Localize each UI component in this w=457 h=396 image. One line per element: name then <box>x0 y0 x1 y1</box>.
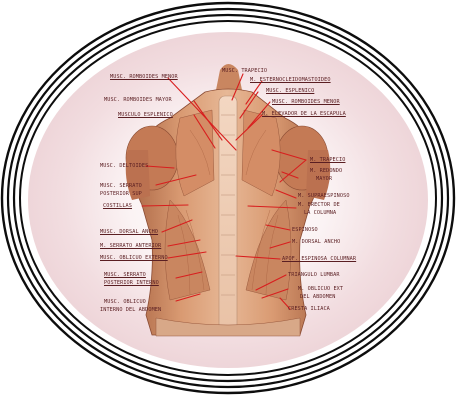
label-serrato-inf-2: POSTERIOR INTERNO <box>104 280 159 286</box>
label-elevador-escapula: M. ELEVADOR DE LA ESCAPULA <box>262 111 346 117</box>
label-cresta-iliaca: CRESTA ILIACA <box>288 306 330 312</box>
label-esplenico-right: MUSC. ESPLENICO <box>266 88 314 94</box>
label-redondo: M. REDONDO <box>310 168 342 174</box>
label-supraespinoso: M. SUPRAESPINOSO <box>298 193 350 199</box>
label-trapecio-top: MUSC. TRAPECIO <box>222 68 267 74</box>
label-erector: M. ERECTOR DE <box>298 202 340 208</box>
label-esternocleidomastoideo: M. ESTERNOCLEIDOMASTOIDEO <box>250 77 331 83</box>
label-oblicuo-ext-2: DEL ABDOMEN <box>300 294 335 300</box>
label-serrato-anterior: M. SERRATO ANTERIOR <box>100 243 161 249</box>
label-espinoso: ESPINOSO <box>292 227 318 233</box>
label-romboides-menor-left: MUSC. ROMBOIDES MENOR <box>110 74 178 80</box>
label-oblicuo-ext: M. OBLICUO EXT <box>298 286 343 292</box>
label-deltoides: MUSC. DELTOIDES <box>100 163 148 169</box>
label-romboides-mayor: MUSC. ROMBOIDES MAYOR <box>104 97 172 103</box>
label-serrato-sup-2: POSTERIOR SUP <box>100 191 142 197</box>
label-oblicuo-externo: MUSC. OBLICUO EXTERNO <box>100 255 168 261</box>
label-serrato-sup: MUSC. SERRATO <box>100 183 142 189</box>
label-romboides-menor-right: MUSC. ROMBOIDES MENOR <box>272 99 340 105</box>
label-serrato-inf: MUSC. SERRATO <box>104 272 146 278</box>
label-dorsal-ancho-right: M. DORSAL ANCHO <box>292 239 340 245</box>
label-trapecio-right: M. TRAPECIO <box>310 157 345 163</box>
label-costillas: COSTILLAS <box>103 203 132 209</box>
label-redondo-mayor: MAYOR <box>316 176 332 182</box>
label-oblicuo-interno: MUSC. OBLICUO <box>104 299 146 305</box>
label-erector-2: LA COLUMNA <box>304 210 336 216</box>
label-triangulo-lumbar: TRIANGULO LUMBAR <box>288 272 340 278</box>
label-musculo-esplenico: MUSCULO ESPLENICO <box>118 112 173 118</box>
label-dorsal-ancho-left: MUSC. DORSAL ANCHO <box>100 229 158 235</box>
label-oblicuo-interno-2: INTERNO DEL ABDOMEN <box>100 307 161 313</box>
label-apofisis-espinosa: APOF. ESPINOSA COLUMNAR <box>282 256 356 262</box>
